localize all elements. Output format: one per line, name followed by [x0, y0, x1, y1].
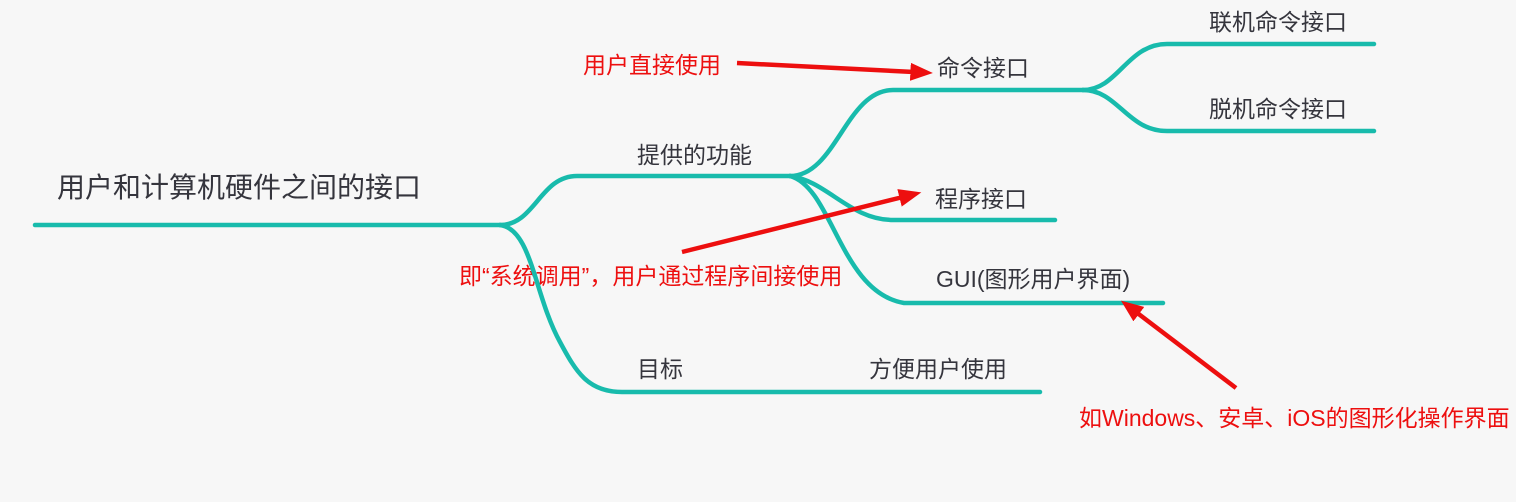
node-command-interface[interactable]: 命令接口: [937, 55, 1029, 81]
node-online-command-interface[interactable]: 联机命令接口: [1209, 9, 1347, 35]
connector-root-to-provided-functions: [497, 173, 793, 228]
node-gui[interactable]: GUI(图形用户界面): [936, 266, 1131, 292]
arrow-direct-use-to-command-interface: [736, 60, 933, 81]
node-root[interactable]: 用户和计算机硬件之间的接口: [57, 172, 422, 203]
arrow-system-call-to-program-interface: [681, 189, 922, 255]
node-provided-functions[interactable]: 提供的功能: [637, 142, 752, 168]
node-goal[interactable]: 目标: [637, 356, 683, 382]
node-offline-command-interface[interactable]: 脱机命令接口: [1209, 96, 1347, 122]
annotation-system-call[interactable]: 即“系统调用”，用户通过程序间接使用: [459, 263, 843, 289]
connector-provided-to-command-interface: [787, 87, 1086, 179]
annotation-direct-use[interactable]: 用户直接使用: [583, 52, 721, 78]
node-easy-use[interactable]: 方便用户使用: [869, 356, 1007, 382]
connector-command-to-online: [1080, 41, 1377, 93]
node-program-interface[interactable]: 程序接口: [935, 186, 1027, 212]
annotation-gui-examples[interactable]: 如Windows、安卓、iOS的图形化操作界面: [1079, 405, 1510, 431]
arrow-examples-to-gui: [1120, 300, 1238, 390]
